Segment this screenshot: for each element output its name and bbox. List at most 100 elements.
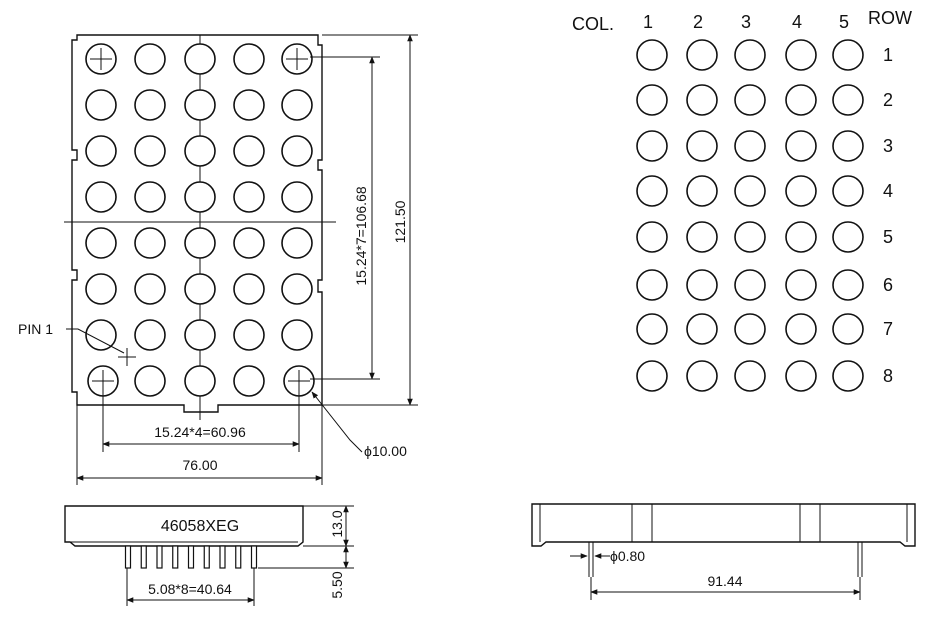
width-dimension: 76.00 [76, 405, 323, 485]
matrix-led-dot [734, 84, 766, 116]
side-pin [250, 545, 258, 569]
height-dimension: 121.50 [322, 34, 418, 406]
row-number: 7 [883, 319, 893, 339]
front-led-dot [233, 319, 265, 351]
front-led-dot [281, 135, 313, 167]
matrix-led-dot [734, 130, 766, 162]
matrix-led-dot [734, 360, 766, 392]
matrix-led-dot [832, 360, 864, 392]
matrix-led-dot [686, 360, 718, 392]
column-number: 3 [741, 12, 751, 32]
matrix-led-dot [686, 84, 718, 116]
row-number: 3 [883, 136, 893, 156]
corner-crosshair-marks [90, 48, 310, 392]
front-led-dot [184, 43, 216, 75]
matrix-led-dot [686, 130, 718, 162]
matrix-led-dot [636, 360, 668, 392]
matrix-led-dot [734, 175, 766, 207]
row-number: 5 [883, 227, 893, 247]
matrix-led-dot [785, 39, 817, 71]
side-pin [235, 545, 242, 569]
matrix-led-dot [734, 39, 766, 71]
matrix-led-dot [785, 84, 817, 116]
width-label: 76.00 [182, 457, 217, 473]
front-view-dot-grid [85, 43, 315, 397]
side-pin [219, 545, 226, 569]
row-number: 2 [883, 90, 893, 110]
front-led-dot [134, 135, 166, 167]
matrix-led-dot [785, 313, 817, 345]
column-number: 4 [792, 12, 802, 32]
matrix-led-dot [832, 221, 864, 253]
front-led-dot [233, 365, 265, 397]
side-view-right: ϕ0.80 91.44 [531, 503, 916, 600]
pin-length-label: 5.50 [329, 571, 345, 598]
front-led-dot [134, 43, 166, 75]
pin-pitch-label: 5.08*8=40.64 [148, 581, 232, 597]
horizontal-pitch-label: 15.24*4=60.96 [154, 424, 246, 440]
side-pin [172, 545, 179, 569]
front-view: PIN 1 15.24*7=106.68 121.50 15.24*4=60.9… [18, 34, 418, 485]
matrix-led-dot [686, 175, 718, 207]
front-led-dot [184, 365, 216, 397]
front-led-dot [184, 273, 216, 305]
matrix-led-dot [636, 84, 668, 116]
matrix-led-dot [734, 221, 766, 253]
matrix-led-dot [785, 221, 817, 253]
side-pin [156, 545, 163, 569]
front-led-dot [281, 227, 313, 259]
front-led-dot [85, 89, 117, 121]
side-view-left-body [64, 505, 304, 547]
front-view-body-outline [71, 34, 323, 413]
front-led-dot [233, 135, 265, 167]
matrix-led-dot [785, 130, 817, 162]
side-pin [124, 545, 132, 569]
dot-diameter-label: ϕ10.00 [364, 443, 407, 459]
front-led-dot [184, 227, 216, 259]
matrix-led-dot [636, 39, 668, 71]
matrix-led-dot [785, 175, 817, 207]
pin-span-label: 91.44 [707, 573, 742, 589]
front-led-dot [134, 365, 166, 397]
front-led-dot [184, 135, 216, 167]
row-number: 8 [883, 366, 893, 386]
matrix-led-dot [734, 269, 766, 301]
vertical-pitch-dimension: 15.24*7=106.68 [310, 56, 380, 380]
matrix-led-dot [785, 360, 817, 392]
front-led-dot [85, 273, 117, 305]
column-number: 5 [839, 12, 849, 32]
front-led-dot [281, 89, 313, 121]
front-led-dot [85, 227, 117, 259]
pin1-label: PIN 1 [18, 321, 53, 337]
matrix-led-dot [636, 221, 668, 253]
front-led-dot [134, 89, 166, 121]
row-number: 6 [883, 275, 893, 295]
pin1-marker [118, 348, 136, 366]
matrix-led-dot [832, 269, 864, 301]
height-label: 121.50 [392, 200, 408, 243]
row-number: 4 [883, 181, 893, 201]
matrix-led-dot [686, 39, 718, 71]
vertical-pitch-label: 15.24*7=106.68 [353, 186, 369, 285]
matrix-led-dot [832, 130, 864, 162]
front-led-dot [134, 273, 166, 305]
matrix-led-dot [832, 84, 864, 116]
part-number-label: 46058XEG [161, 518, 239, 535]
pin-pitch-dimension: 5.08*8=40.64 [126, 568, 255, 606]
matrix-led-dot [686, 269, 718, 301]
front-led-dot [233, 227, 265, 259]
front-led-dot [281, 273, 313, 305]
front-led-dot [134, 319, 166, 351]
matrix-led-dot [832, 39, 864, 71]
front-led-dot [134, 181, 166, 213]
front-led-dot [233, 43, 265, 75]
front-led-dot [184, 89, 216, 121]
row-numbers: 1 2 3 4 5 6 7 8 [883, 45, 893, 386]
matrix-led-dot [832, 313, 864, 345]
matrix-led-dot [686, 221, 718, 253]
front-led-dot [233, 273, 265, 305]
front-led-dot [184, 319, 216, 351]
row-number: 1 [883, 45, 893, 65]
front-led-dot [281, 319, 313, 351]
